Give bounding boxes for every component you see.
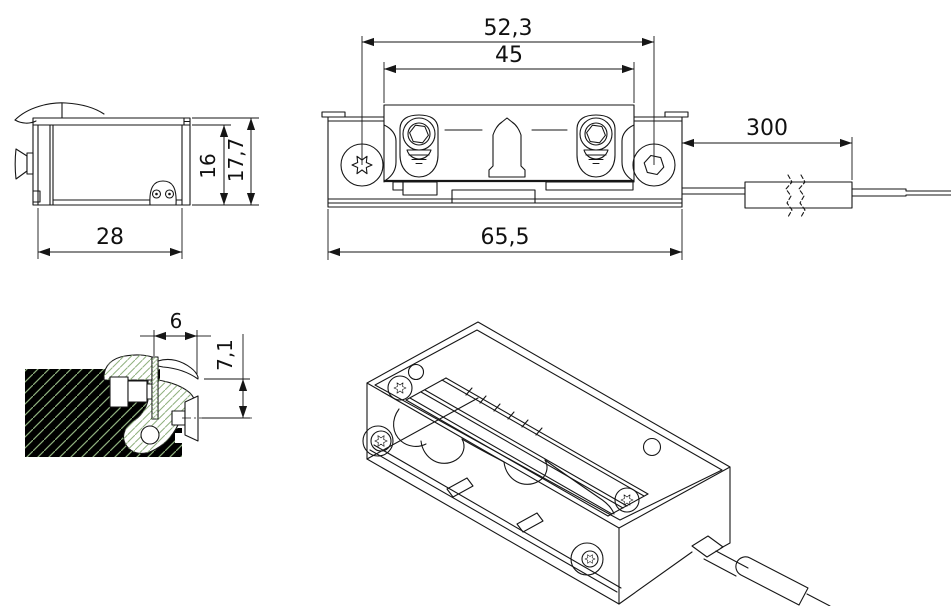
dim-side-total-height-label: 17,7 (224, 138, 248, 183)
side-view-cable-grommet (149, 180, 177, 206)
dim-lip-depth-label: 6 (170, 309, 183, 333)
dim-keeper-width-label: 45 (495, 43, 523, 68)
isometric-view (362, 321, 831, 606)
dim-cable-length-label: 300 (746, 116, 788, 141)
dim-section-lip: 6 (140, 309, 211, 374)
dim-latch-offset-label: 7,1 (213, 339, 237, 371)
section-latch-arm (123, 379, 196, 454)
side-view: 28 16 17,7 (14, 102, 259, 259)
cable-detail: 300 (681, 116, 951, 218)
iso-end-torx-screw (362, 425, 394, 457)
section-latch-cap (103, 354, 199, 381)
dim-side-width-label: 28 (96, 225, 124, 250)
front-view-keeper-body (383, 104, 635, 183)
cable-break-symbol (744, 181, 853, 209)
dim-front-total-length: 65,5 (327, 209, 683, 260)
iso-slot-opening (405, 377, 649, 517)
iso-top-torx-screw (387, 375, 413, 401)
iso-front-cavity (393, 408, 615, 533)
side-view-lip (32, 117, 191, 126)
section-pivot-hole (140, 425, 160, 445)
front-view-latch (444, 117, 568, 178)
front-view-faceplate (321, 111, 689, 208)
iso-cable (691, 535, 831, 606)
iso-body-outline (366, 321, 731, 605)
section-faceplate-strip (151, 356, 159, 420)
iso-top-hole-right (642, 437, 662, 457)
iso-bottom-torx-screw (570, 542, 604, 576)
dim-side-width: 28 (37, 208, 183, 259)
side-view-trigger-horn (14, 148, 28, 180)
front-view-base-steps (392, 181, 634, 204)
dim-front-keeper-width: 45 (383, 43, 635, 103)
section-adjust-screw (109, 376, 153, 408)
dim-side-inner-height-label: 16 (196, 153, 220, 178)
section-view: 6 7,1 (25, 309, 252, 457)
dim-side-heights: 16 17,7 (192, 117, 259, 206)
dim-front-screw-spacing: 52,3 (361, 16, 655, 165)
side-view-body (14, 124, 191, 206)
side-view-wing (14, 102, 105, 124)
dim-total-length-label: 65,5 (481, 225, 530, 250)
dim-screw-spacing-label: 52,3 (484, 16, 533, 41)
iso-top-hole-left (407, 363, 425, 381)
front-left-adjuster (399, 114, 439, 178)
front-view: 52,3 45 65,5 (321, 16, 689, 260)
dim-cable-length: 300 (682, 116, 853, 180)
front-right-adjuster (576, 114, 616, 178)
iso-rail-torx-screw (614, 487, 640, 513)
dim-section-offset: 7,1 (202, 334, 250, 419)
